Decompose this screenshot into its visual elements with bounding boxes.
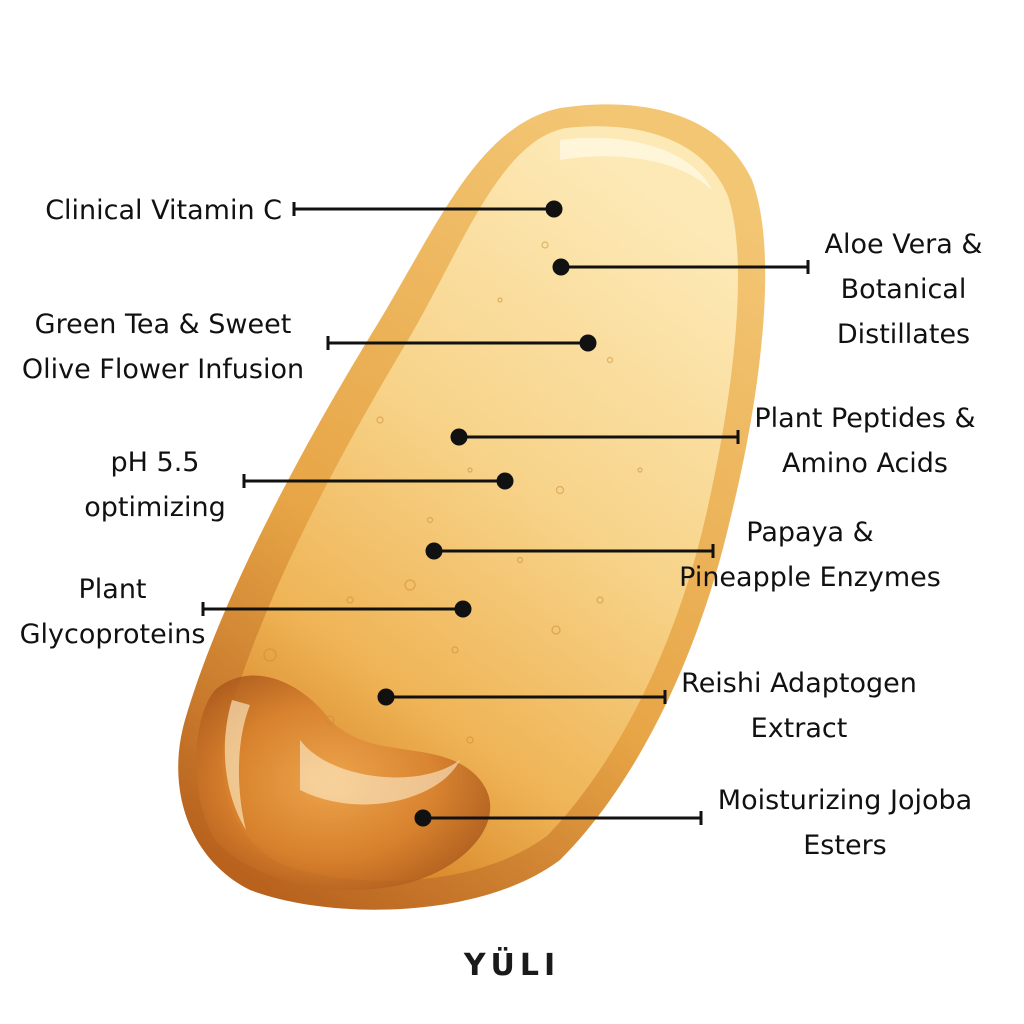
label-clinical-vitamin-c: Clinical Vitamin C [45, 195, 282, 226]
swatch-bubbles [263, 241, 643, 744]
callout-dot [450, 428, 468, 446]
swatch-highlight [224, 700, 250, 830]
label-ph-optimizing: pH 5.5 optimizing [84, 447, 226, 523]
swatch-body [222, 126, 738, 881]
callout-dot [579, 334, 597, 352]
callout-dot [414, 809, 432, 827]
callout-dot [425, 542, 443, 560]
label-plant-glycoproteins: Plant Glycoproteins [19, 574, 206, 650]
callout-dot [454, 600, 472, 618]
label-reishi-extract: Reishi Adaptogen Extract [681, 668, 917, 744]
label-green-tea: Green Tea & Sweet Olive Flower Infusion [21, 309, 305, 385]
callout-dot [377, 688, 395, 706]
label-papaya-enzymes: Papaya & Pineapple Enzymes [679, 517, 941, 593]
callout-dot [545, 200, 563, 218]
callout-dot [552, 258, 570, 276]
callout-dot [496, 472, 514, 490]
swatch-highlight [300, 740, 460, 805]
brand-logo: YÜLI [463, 948, 561, 983]
swatch-highlight [560, 137, 712, 190]
label-jojoba-esters: Moisturizing Jojoba Esters [717, 785, 973, 861]
label-plant-peptides: Plant Peptides & Amino Acids [754, 403, 976, 479]
label-aloe-vera: Aloe Vera & Botanical Distillates [824, 229, 983, 350]
